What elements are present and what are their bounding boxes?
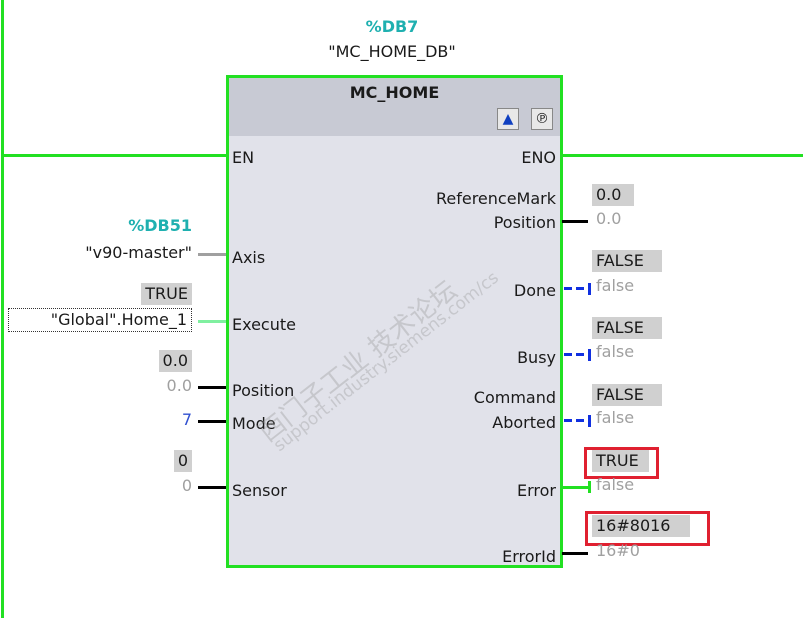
refmark-operand[interactable]: 0.0 <box>596 209 622 228</box>
errorid-monitor: 16#8016 <box>592 515 690 537</box>
instance-db-address: %DB7 <box>365 17 419 36</box>
done-monitor: FALSE <box>592 250 662 272</box>
error-wire <box>562 486 588 489</box>
axis-wire <box>198 253 226 256</box>
pin-axis: Axis <box>232 248 266 267</box>
pin-en: EN <box>232 148 255 167</box>
busy-operand[interactable]: false <box>596 342 635 361</box>
errorid-highlight <box>585 511 710 546</box>
mc-home-block[interactable]: MC_HOME ▲ ℗ EN ENO Axis Execute Position… <box>226 75 563 568</box>
pin-aborted-1: Command <box>473 388 556 407</box>
aborted-wire <box>564 419 588 422</box>
pin-errorid: ErrorId <box>502 547 556 566</box>
refmark-wire <box>562 220 588 223</box>
errorid-operand[interactable]: 16#0 <box>596 541 640 560</box>
instance-db-name[interactable]: "MC_HOME_DB" <box>328 42 456 61</box>
errorid-wire <box>562 552 588 555</box>
position-monitor: 0.0 <box>158 350 192 372</box>
pin-busy: Busy <box>517 348 556 367</box>
pin-execute: Execute <box>232 315 296 334</box>
mode-wire <box>198 420 226 423</box>
error-highlight <box>584 447 659 479</box>
axis-address: %DB51 <box>128 216 192 235</box>
position-wire <box>198 386 226 389</box>
pin-error: Error <box>517 481 556 500</box>
sensor-wire <box>198 486 226 489</box>
pin-refmark-1: ReferenceMark <box>435 189 556 208</box>
pin-mode: Mode <box>232 414 276 433</box>
aborted-coil-tick <box>588 415 591 427</box>
busy-wire <box>564 353 588 356</box>
refmark-monitor: 0.0 <box>592 184 634 206</box>
pin-eno: ENO <box>521 148 556 167</box>
error-operand[interactable]: false <box>596 475 635 494</box>
done-wire <box>564 287 588 290</box>
execute-wire <box>198 320 226 323</box>
eno-wire <box>559 154 803 157</box>
pin-aborted-2: Aborted <box>492 413 556 432</box>
execute-monitor: TRUE <box>141 283 192 305</box>
pin-sensor: Sensor <box>232 481 287 500</box>
busy-monitor: FALSE <box>592 317 662 339</box>
busy-coil-tick <box>588 349 591 361</box>
aborted-monitor: FALSE <box>592 384 662 406</box>
en-wire <box>3 154 227 157</box>
diagnostics-icon[interactable]: ℗ <box>531 108 553 130</box>
done-operand[interactable]: false <box>596 276 635 295</box>
block-title: MC_HOME <box>349 83 440 102</box>
aborted-operand[interactable]: false <box>596 408 635 427</box>
pin-position: Position <box>232 381 295 400</box>
power-rail <box>1 0 4 618</box>
sensor-operand[interactable]: 0 <box>181 476 192 495</box>
pin-done: Done <box>513 281 556 300</box>
error-coil-tick <box>588 481 591 493</box>
error-monitor: TRUE <box>592 450 649 472</box>
block-icon[interactable]: ▲ <box>497 108 519 130</box>
done-coil-tick <box>588 283 591 295</box>
sensor-monitor: 0 <box>173 450 192 472</box>
pin-refmark-2: Position <box>493 213 556 232</box>
execute-operand[interactable]: "Global".Home_1 <box>8 308 192 332</box>
mode-operand[interactable]: 7 <box>181 410 192 429</box>
position-operand[interactable]: 0.0 <box>166 376 192 395</box>
axis-operand[interactable]: "v90-master" <box>85 243 192 262</box>
